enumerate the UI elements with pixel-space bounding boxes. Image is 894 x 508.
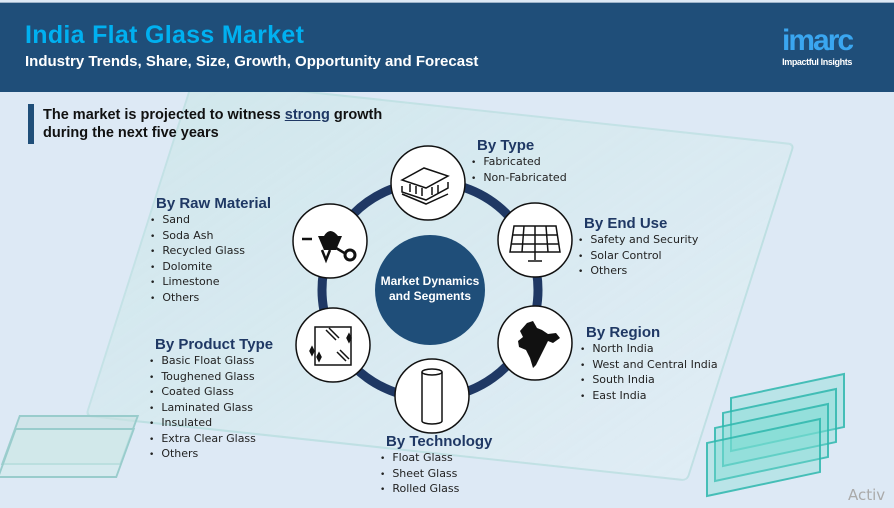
center-label: Market Dynamics and Segments bbox=[380, 274, 480, 303]
activation-watermark: Activ bbox=[848, 486, 886, 504]
market-note: The market is projected to witness stron… bbox=[43, 106, 413, 142]
list-item: Soda Ash bbox=[150, 229, 271, 245]
list-item: Toughened Glass bbox=[149, 370, 273, 386]
imarc-logo: imarc Impactful Insights bbox=[782, 24, 854, 68]
segment-raw-material: By Raw Material SandSoda AshRecycled Gla… bbox=[156, 195, 271, 306]
list-item: Dolomite bbox=[150, 260, 271, 276]
list-item: South India bbox=[580, 373, 718, 389]
list-item: Safety and Security bbox=[578, 233, 698, 249]
segment-type: By Type FabricatedNon-Fabricated bbox=[477, 137, 567, 186]
logo-mark: imarc bbox=[782, 24, 854, 57]
segment-title: By Raw Material bbox=[156, 195, 272, 212]
note-text: The market is projected to witness bbox=[43, 107, 285, 123]
segment-end-use: By End Use Safety and SecuritySolar Cont… bbox=[584, 215, 698, 280]
segment-title: By Technology bbox=[386, 433, 493, 450]
list-item: Fabricated bbox=[471, 155, 567, 171]
solar-panel-icon bbox=[509, 225, 561, 262]
list-item: Others bbox=[150, 291, 271, 307]
note-highlight: strong bbox=[284, 107, 330, 123]
list-item: Coated Glass bbox=[149, 385, 273, 401]
wheelbarrow-icon bbox=[302, 231, 357, 264]
list-item: Limestone bbox=[150, 275, 271, 291]
logo-tagline: Impactful Insights bbox=[782, 57, 852, 67]
list-item: Float Glass bbox=[380, 451, 492, 467]
technology-icon-circle bbox=[394, 358, 470, 434]
list-item: Rolled Glass bbox=[380, 482, 492, 498]
note-accent-bar bbox=[28, 104, 34, 144]
list-item: Solar Control bbox=[578, 249, 698, 265]
header-banner: India Flat Glass Market Industry Trends,… bbox=[0, 2, 894, 92]
note-text-end: growth during the next five years bbox=[43, 107, 383, 141]
glass-sheets-icon bbox=[400, 167, 450, 205]
list-item: Recycled Glass bbox=[150, 244, 271, 260]
segment-technology: By Technology Float GlassSheet GlassRoll… bbox=[386, 433, 492, 498]
segment-title: By End Use bbox=[584, 215, 668, 232]
type-icon-circle bbox=[390, 145, 466, 221]
product-icon-circle bbox=[295, 307, 371, 383]
segment-title: By Type bbox=[477, 137, 535, 154]
segment-title: By Product Type bbox=[155, 336, 274, 353]
cylinder-icon bbox=[421, 368, 443, 425]
segment-product-type: By Product Type Basic Float GlassToughen… bbox=[155, 336, 273, 463]
center-circle bbox=[375, 235, 485, 345]
segment-region: By Region North IndiaWest and Central In… bbox=[586, 324, 718, 404]
list-item: Extra Clear Glass bbox=[149, 432, 273, 448]
list-item: Basic Float Glass bbox=[149, 354, 273, 370]
page-title: India Flat Glass Market bbox=[25, 21, 305, 49]
list-item: Insulated bbox=[149, 416, 273, 432]
segment-title: By Region bbox=[586, 324, 661, 341]
list-item: West and Central India bbox=[580, 358, 717, 374]
list-item: Sand bbox=[150, 213, 271, 229]
list-item: East India bbox=[580, 389, 718, 405]
list-item: Others bbox=[149, 447, 273, 463]
india-map-icon bbox=[518, 321, 560, 368]
list-item: North India bbox=[580, 342, 718, 358]
list-item: Others bbox=[578, 264, 698, 280]
list-item: Non-Fabricated bbox=[471, 171, 566, 187]
glass-pane-icon bbox=[309, 326, 352, 366]
page-subtitle: Industry Trends, Share, Size, Growth, Op… bbox=[25, 53, 479, 70]
list-item: Sheet Glass bbox=[380, 467, 492, 483]
list-item: Laminated Glass bbox=[149, 401, 273, 417]
